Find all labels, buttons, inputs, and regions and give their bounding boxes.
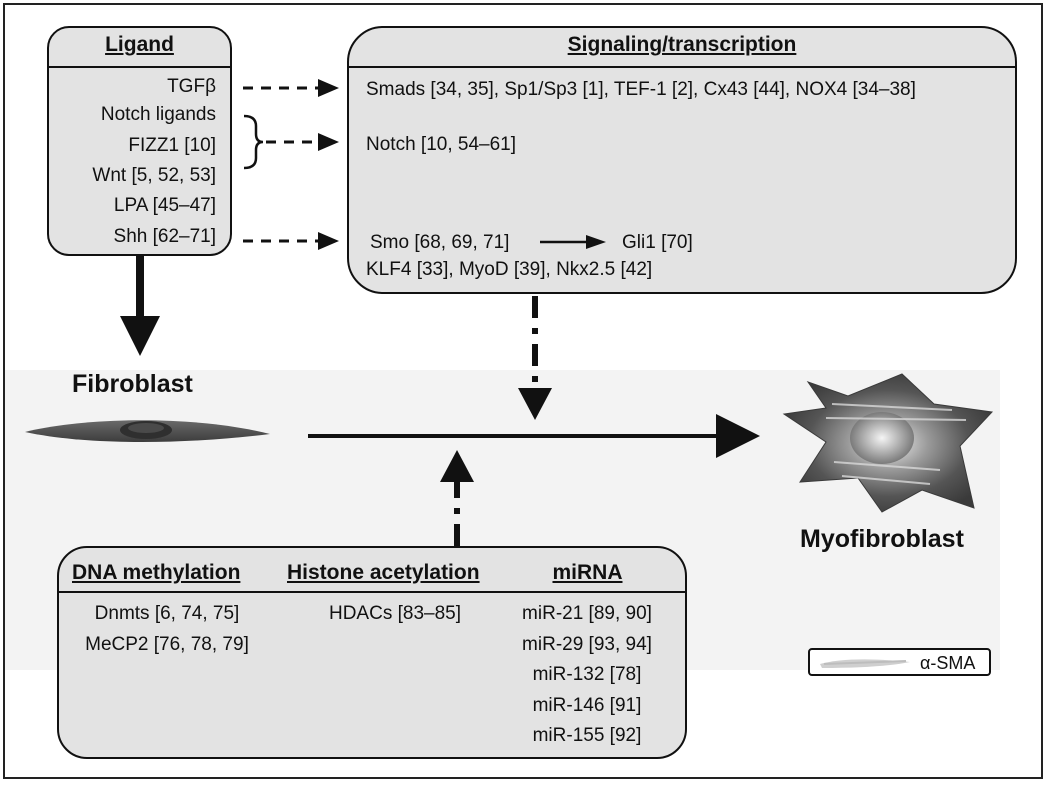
ligand-item: TGFβ [167, 76, 216, 97]
signaling-gli1: Gli1 [70] [622, 232, 693, 253]
myofibroblast-label: Myofibroblast [800, 525, 964, 553]
signaling-header: Signaling/transcription [567, 33, 797, 56]
dna-methylation-item: Dnmts [6, 74, 75] [94, 603, 240, 624]
signaling-smo: Smo [68, 69, 71] [370, 232, 510, 253]
fibroblast-cell-icon [25, 420, 270, 442]
myofibroblast-cell-icon [782, 373, 994, 513]
dashed-arrow-notch [266, 133, 339, 151]
alpha-sma-legend: α-SMA [808, 648, 991, 676]
alpha-sma-label: α-SMA [920, 653, 976, 673]
smo-to-gli1-arrow [540, 235, 606, 249]
differentiation-arrow [308, 414, 760, 458]
dna-methylation-item: MeCP2 [76, 78, 79] [85, 634, 249, 655]
ligand-item: Shh [62–71] [113, 226, 216, 247]
ligand-to-fibroblast-arrow [120, 256, 160, 356]
ligand-divider [48, 66, 231, 68]
signaling-dashdot-arrow [518, 296, 552, 420]
mirna-item: miR-155 [92] [532, 725, 642, 746]
signaling-row-smads: Smads [34, 35], Sp1/Sp3 [1], TEF-1 [2], … [366, 79, 916, 100]
dashed-arrow-shh [243, 232, 339, 250]
alpha-sma-swatch-icon [820, 659, 910, 668]
ligand-box [47, 26, 232, 256]
dashed-arrow-tgfb [243, 79, 339, 97]
mirna-item: miR-146 [91] [532, 695, 642, 716]
ligand-item: Wnt [5, 52, 53] [92, 165, 216, 186]
histone-acetylation-item: HDACs [83–85] [328, 603, 461, 624]
outer-frame [3, 3, 1043, 779]
ligand-header: Ligand [105, 33, 174, 56]
mirna-header: miRNA [552, 561, 623, 584]
histone-acetylation-header: Histone acetylation [287, 561, 480, 584]
signaling-row-klf4: KLF4 [33], MyoD [39], Nkx2.5 [42] [366, 259, 653, 280]
epigenetic-divider [58, 591, 686, 593]
epigenetic-box [57, 546, 687, 759]
signaling-row-notch: Notch [10, 54–61] [366, 134, 516, 155]
ligand-item: FIZZ1 [10] [128, 135, 216, 156]
epigenetic-dashdot-arrow [440, 450, 474, 546]
mirna-item: miR-21 [89, 90] [522, 603, 652, 624]
ligand-item: LPA [45–47] [113, 195, 216, 216]
signaling-box [347, 26, 1017, 294]
mirna-item: miR-132 [78] [532, 664, 642, 685]
fibroblast-label: Fibroblast [72, 370, 193, 398]
dna-methylation-header: DNA methylation [72, 561, 241, 584]
signaling-divider [348, 66, 1016, 68]
notch-bracket [243, 114, 264, 170]
mirna-item: miR-29 [93, 94] [522, 634, 652, 655]
ligand-item: Notch ligands [100, 104, 216, 125]
